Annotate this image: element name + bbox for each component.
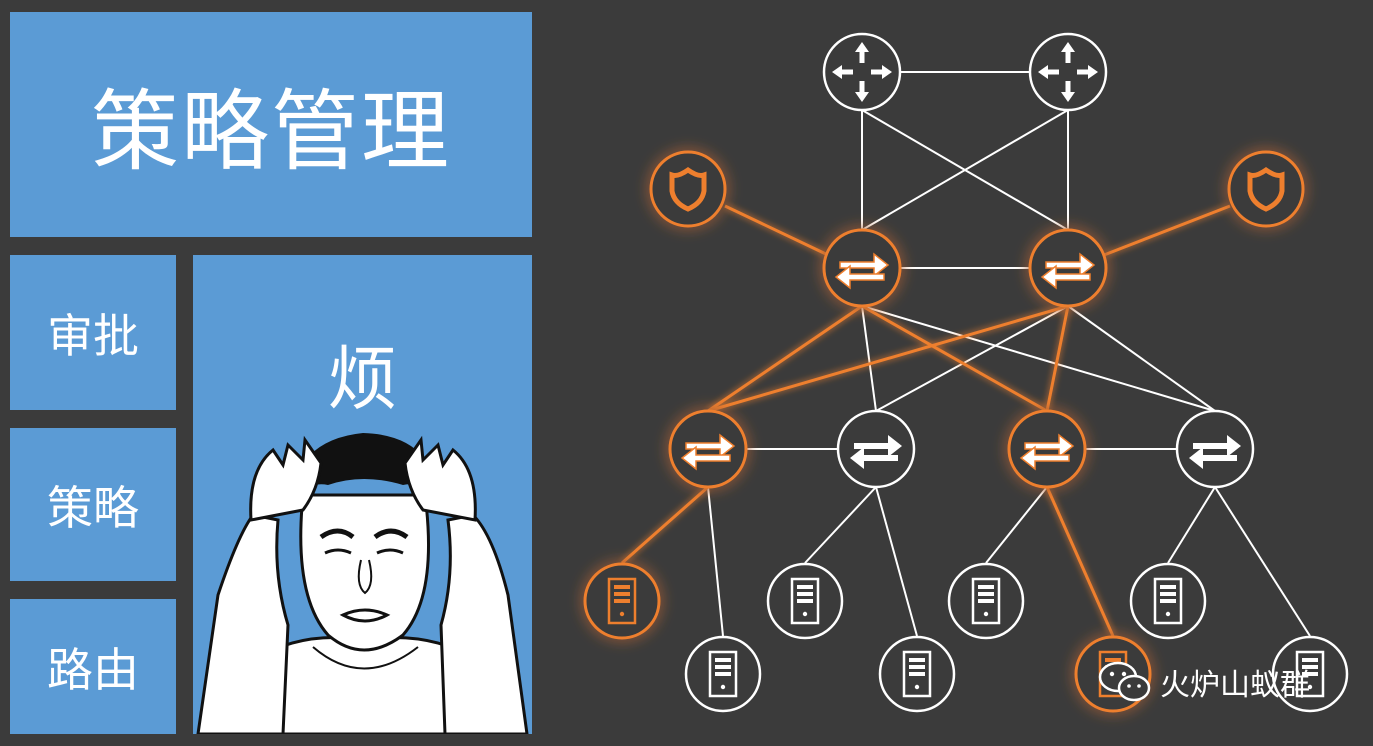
route-text: 路由 [47, 642, 139, 697]
route-tile: 路由 [10, 599, 176, 734]
firewall-shield-icon [649, 150, 727, 228]
watermark-text: 火炉山蚁群 [1160, 668, 1310, 703]
access-switch-icon [836, 409, 916, 489]
server-icon [766, 562, 844, 640]
approve-text: 审批 [47, 308, 139, 363]
network-topology-diagram [583, 32, 1349, 713]
watermark: 火炉山蚁群 [1098, 660, 1310, 704]
annoyed-text: 烦 [327, 338, 398, 420]
highlighted-links [621, 204, 1231, 637]
server-icon [684, 635, 762, 713]
server-icon [878, 635, 956, 713]
title-text: 策略管理 [90, 80, 451, 183]
router-icon [1028, 32, 1108, 112]
policy-tile: 策略 [10, 428, 176, 581]
frustrated-face-image [193, 425, 532, 734]
network-links [707, 71, 1311, 637]
server-icon [1271, 635, 1349, 713]
firewall-shield-icon [1227, 150, 1305, 228]
server-icon [947, 562, 1025, 640]
access-switch-icon [1175, 409, 1255, 489]
access-switch-icon [1007, 409, 1087, 489]
core-switch-icon [822, 228, 902, 308]
server-icon [583, 562, 661, 640]
wechat-icon [1098, 661, 1151, 702]
approve-tile: 审批 [10, 255, 176, 410]
title-tile: 策略管理 [10, 12, 532, 237]
router-icon [822, 32, 902, 112]
server-icon [1129, 562, 1207, 640]
policy-text: 策略 [47, 480, 139, 535]
access-switch-icon [668, 409, 748, 489]
core-switch-icon [1028, 228, 1108, 308]
annoyed-tile: 烦 [193, 255, 532, 734]
